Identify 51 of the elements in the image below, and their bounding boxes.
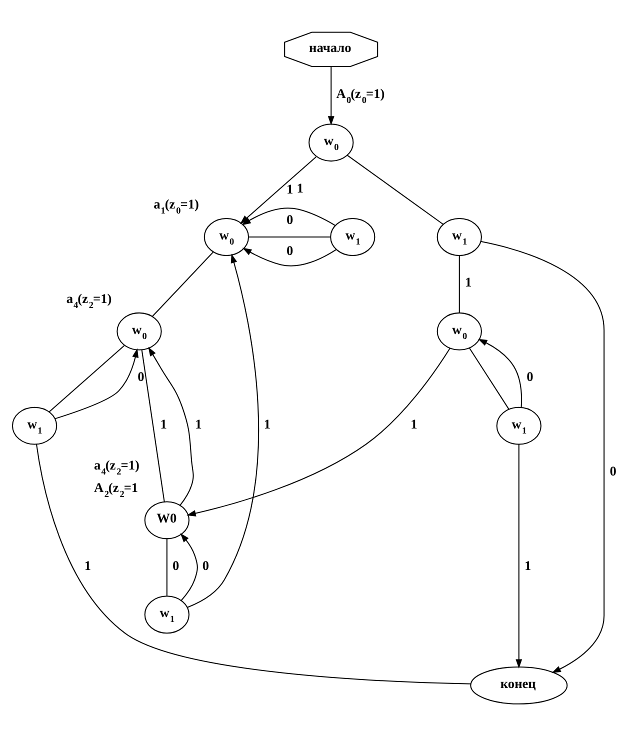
connector: [458, 256, 460, 313]
arrow: [54, 348, 139, 420]
arrow: [180, 533, 198, 601]
connector: [152, 252, 214, 317]
arrow: [187, 254, 260, 608]
node-ellipse: w$_{1}$: [436, 218, 482, 256]
node-ellipse: w$_{1}$: [330, 218, 376, 256]
node-label: A$_{2}$(z$_{2}$=1: [94, 480, 138, 499]
edge-label: 0: [610, 463, 616, 478]
node-ellipse: w$_{0}$: [116, 312, 162, 350]
edge-label: 1: [410, 416, 418, 432]
edge-label: 0: [286, 242, 294, 258]
edge-label: 1: [84, 558, 91, 573]
connector: [166, 539, 168, 596]
connector: [347, 154, 444, 225]
arrow: [186, 348, 450, 516]
edge-label: 1: [195, 416, 202, 432]
node-ellipse: w$_{1}$: [496, 406, 542, 445]
connector: [248, 236, 330, 238]
arrow: [242, 248, 336, 266]
node-label: a$_{1}$(z$_{0}$=1): [154, 196, 199, 216]
arrow: [478, 338, 522, 408]
node-label: a$_{4}$(z$_{2}$=1): [66, 291, 112, 310]
connector: [469, 348, 510, 410]
edge-label: 1: [264, 416, 271, 432]
node-ellipse: w$_{0}$: [308, 124, 354, 162]
node-ellipse: W0: [144, 501, 190, 540]
node-ellipse: w$_{1}$: [144, 596, 190, 634]
edge-label: 0: [202, 558, 209, 573]
connector: [48, 345, 125, 412]
edge-label: 1: [524, 558, 532, 573]
edge-label: 0: [172, 558, 180, 573]
arrow: [328, 66, 334, 126]
edge-label: A$_{0}$(z$_{0}$=1): [336, 86, 385, 105]
edge-label: 1: [296, 180, 304, 196]
connector: [141, 350, 165, 502]
edge-label: 0: [526, 369, 534, 384]
arrow: [242, 208, 336, 226]
edge-label: 1: [160, 416, 167, 432]
node-label: a$_{4}$(z$_{2}$=1): [94, 457, 140, 476]
node-ellipse: w$_{0}$: [204, 218, 250, 256]
edge-label: 1: [286, 181, 294, 196]
arrow: [516, 444, 522, 668]
arrow: [148, 346, 194, 506]
edge-label: 0: [138, 369, 144, 384]
node-ellipse: w$_{1}$: [12, 406, 58, 445]
connector: [36, 444, 471, 684]
edge-label: 0: [286, 212, 294, 228]
edge-label: 1: [465, 274, 472, 290]
node-ellipse: w$_{0}$: [436, 312, 482, 350]
arrow: [480, 241, 605, 674]
